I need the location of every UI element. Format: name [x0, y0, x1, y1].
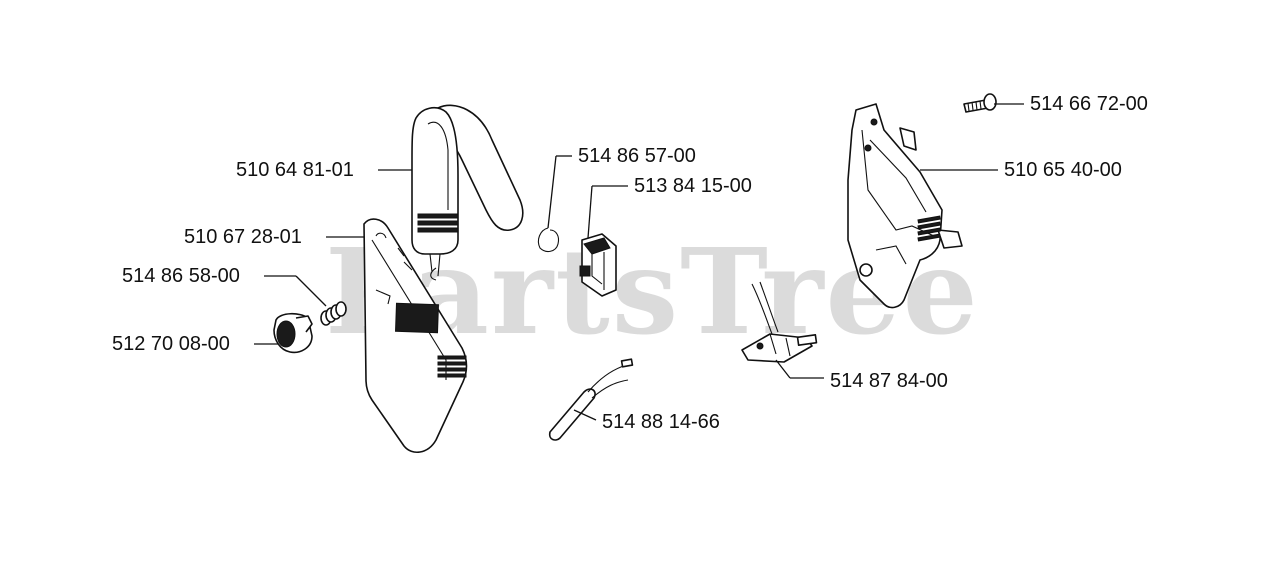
cable-part — [548, 358, 634, 441]
part-label-514-88-14-66: 514 88 14-66 — [602, 411, 720, 433]
rear-housing-part — [847, 103, 963, 309]
clip-part — [537, 227, 560, 253]
part-label-514-86-57-00: 514 86 57-00 — [578, 145, 696, 167]
part-label-510-65-40-00: 510 65 40-00 — [1004, 159, 1122, 181]
part-label-514-66-72-00: 514 66 72-00 — [1030, 93, 1148, 115]
part-label-510-64-81-01: 510 64 81-01 — [236, 159, 354, 181]
part-label-512-70-08-00: 512 70 08-00 — [112, 333, 230, 355]
part-label-510-67-28-01: 510 67 28-01 — [184, 226, 302, 248]
screw-part — [963, 93, 997, 113]
bracket-part — [579, 233, 617, 297]
wire-switch-part — [741, 281, 818, 363]
part-label-513-84-15-00: 513 84 15-00 — [634, 175, 752, 197]
side-cover-part — [363, 218, 468, 453]
handle-part — [411, 104, 524, 281]
part-label-514-86-58-00: 514 86 58-00 — [122, 265, 240, 287]
button-part — [273, 312, 313, 354]
part-label-514-87-84-00: 514 87 84-00 — [830, 370, 948, 392]
spring-part — [320, 301, 347, 326]
leader-lines — [254, 103, 1024, 421]
